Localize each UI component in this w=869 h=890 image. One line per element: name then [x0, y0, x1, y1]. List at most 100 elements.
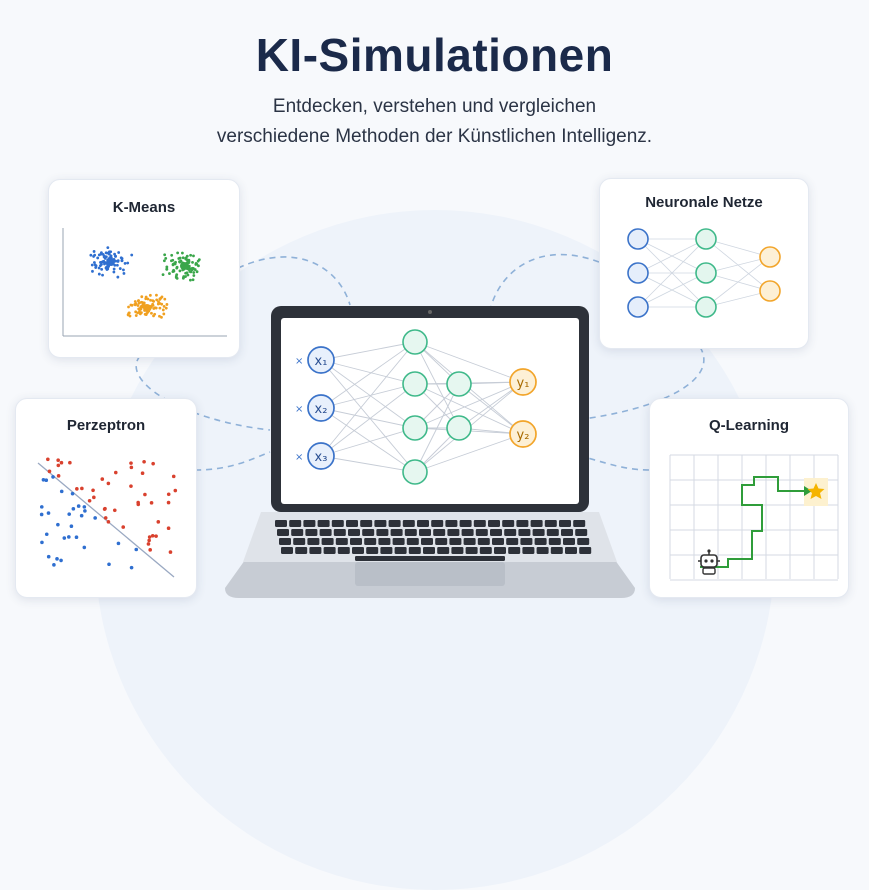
hidden-node	[695, 228, 717, 250]
subtitle-line-2: verschiedene Methoden der Künstlichen In…	[216, 126, 653, 147]
keyboard-key	[319, 529, 332, 536]
keyboard-key	[433, 529, 446, 536]
cluster-point	[114, 255, 117, 258]
page-subtitle: Entdecken, verstehen und vergleichen ver…	[0, 92, 869, 152]
cluster-point	[192, 271, 196, 274]
perceptron-point	[156, 520, 161, 524]
keyboard-key	[502, 520, 515, 527]
laptop-input-node	[307, 394, 335, 422]
keyboard-key	[376, 529, 389, 536]
keyboard-key	[317, 520, 330, 527]
perceptron-point	[44, 478, 49, 483]
cluster-point	[168, 272, 171, 275]
agent-path	[700, 476, 804, 568]
card-perceptron[interactable]: Perzeptron	[15, 398, 197, 598]
keyboard-key	[522, 547, 535, 554]
perceptron-point	[129, 484, 133, 488]
keyboard-key	[437, 547, 450, 554]
cluster-point	[116, 275, 120, 279]
cluster-point	[97, 266, 101, 270]
cluster-point	[130, 253, 134, 257]
perceptron-point	[113, 470, 118, 475]
perceptron-point	[83, 509, 87, 513]
cluster-point	[170, 259, 173, 263]
perceptron-point	[100, 477, 105, 481]
keyboard-key	[579, 547, 592, 554]
perceptron-point	[59, 558, 63, 563]
cluster-point	[112, 267, 116, 271]
cluster-point	[127, 305, 130, 309]
perceptron-point	[147, 538, 151, 543]
cluster-point	[195, 270, 199, 274]
perceptron-point	[41, 478, 46, 482]
perceptron-point	[148, 548, 152, 552]
cluster-point	[165, 265, 169, 269]
perceptron-point	[71, 507, 76, 511]
perceptron-point	[143, 492, 147, 497]
cluster-point	[162, 259, 166, 263]
perceptron-point	[107, 562, 111, 567]
perceptron-point	[82, 505, 87, 509]
perceptron-point	[134, 547, 139, 552]
cluster-point	[115, 263, 119, 267]
keyboard-key	[546, 529, 559, 536]
card-q-learning[interactable]: Q-Learning	[649, 398, 849, 598]
cluster-point	[122, 268, 125, 272]
cluster-point	[170, 253, 174, 257]
perceptron-point	[44, 532, 49, 537]
perceptron-point	[82, 545, 87, 550]
keyboard-key	[449, 538, 462, 545]
perceptron-point	[76, 504, 81, 508]
cluster-point	[99, 252, 103, 256]
kmeans-scatter	[62, 228, 227, 337]
cluster-point	[162, 312, 166, 316]
keyboard-key	[392, 538, 405, 545]
cluster-point	[106, 246, 110, 250]
perceptron-point	[166, 500, 171, 505]
cluster-point	[99, 260, 102, 264]
keyboard-key	[577, 538, 590, 545]
card-neural-networks[interactable]: Neuronale Netze	[599, 178, 809, 349]
cluster-point	[102, 260, 106, 264]
cluster-point	[94, 266, 98, 269]
cluster-point	[101, 252, 105, 256]
cluster-point	[184, 257, 188, 261]
laptop-input-node	[307, 442, 335, 470]
cluster-point	[137, 301, 141, 305]
cluster-point	[90, 263, 94, 267]
keyboard-key	[559, 520, 571, 527]
card-kmeans[interactable]: K-Means	[48, 179, 240, 358]
keyboard-key	[380, 547, 393, 554]
cluster-point	[156, 302, 160, 306]
perceptron-point	[47, 469, 52, 474]
input-marker: ×	[295, 404, 303, 415]
perceptron-point	[56, 463, 61, 468]
keyboard-key	[337, 547, 350, 554]
perceptron-point	[166, 492, 171, 497]
perceptron-point	[46, 554, 51, 559]
input-marker: ×	[295, 356, 303, 367]
perceptron-point	[129, 565, 134, 570]
perceptron-point	[93, 516, 97, 520]
laptop-hidden-node	[402, 415, 428, 441]
cluster-point	[105, 251, 109, 255]
cluster-point	[142, 302, 146, 305]
keyboard-spacebar	[355, 556, 505, 561]
keyboard-key	[295, 547, 308, 554]
perceptron-point	[102, 507, 107, 511]
keyboard-key	[550, 547, 563, 554]
keyboard-key	[419, 529, 431, 536]
cluster-point	[146, 297, 150, 301]
cluster-point	[155, 298, 159, 302]
laptop-output-node	[509, 368, 537, 396]
cluster-point	[137, 307, 141, 311]
keyboard-key	[423, 547, 435, 554]
cluster-centroid	[107, 258, 115, 266]
cluster-point	[106, 265, 110, 269]
cluster-centroid	[180, 262, 188, 270]
keyboard-key	[518, 529, 531, 536]
laptop-input-label: x₃	[315, 450, 328, 465]
perceptron-point	[116, 541, 121, 546]
cluster-point	[114, 259, 118, 263]
perceptron-point	[173, 488, 178, 493]
